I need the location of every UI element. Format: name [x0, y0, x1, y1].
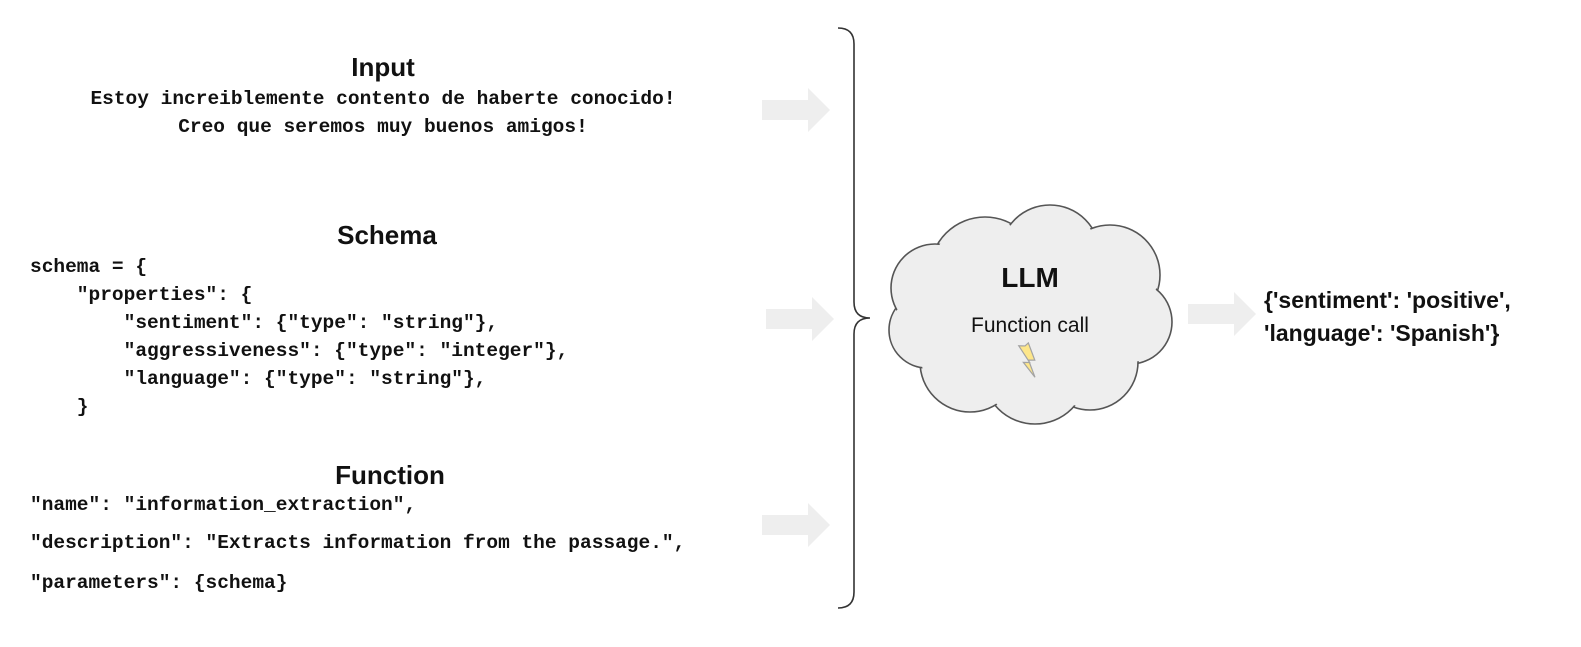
schema-line-3: "sentiment": {"type": "string"},	[30, 312, 499, 334]
schema-line-1: schema = {	[30, 256, 148, 278]
input-heading: Input	[351, 52, 415, 82]
output-result: {'sentiment': 'positive', 'language': 'S…	[1264, 284, 1511, 350]
function-heading: Function	[335, 460, 445, 490]
function-call-label: Function call	[971, 314, 1089, 337]
schema-arrow-icon	[766, 297, 834, 341]
llm-cloud-shape	[888, 204, 1173, 425]
output-line-2: 'language': 'Spanish'}	[1264, 320, 1500, 346]
output-arrow-icon	[1188, 292, 1256, 336]
function-line-parameters: "parameters": {schema}	[30, 572, 288, 594]
output-line-1: {'sentiment': 'positive',	[1264, 287, 1511, 313]
schema-line-4: "aggressiveness": {"type": "integer"},	[30, 340, 569, 362]
llm-title: LLM	[1001, 262, 1059, 293]
function-arrow-icon	[762, 503, 830, 547]
right-brace-icon	[837, 27, 871, 609]
schema-heading: Schema	[337, 220, 437, 250]
schema-line-2: "properties": {	[30, 284, 253, 306]
schema-line-5: "language": {"type": "string"},	[30, 368, 487, 390]
function-line-name: "name": "information_extraction",	[30, 494, 417, 516]
lightning-bolt-icon	[1017, 341, 1036, 378]
schema-line-6: }	[30, 396, 89, 418]
input-line-1: Estoy increiblemente contento de haberte…	[90, 88, 676, 110]
function-line-description: "description": "Extracts information fro…	[30, 532, 686, 554]
input-arrow-icon	[762, 88, 830, 132]
input-line-2: Creo que seremos muy buenos amigos!	[178, 116, 588, 138]
